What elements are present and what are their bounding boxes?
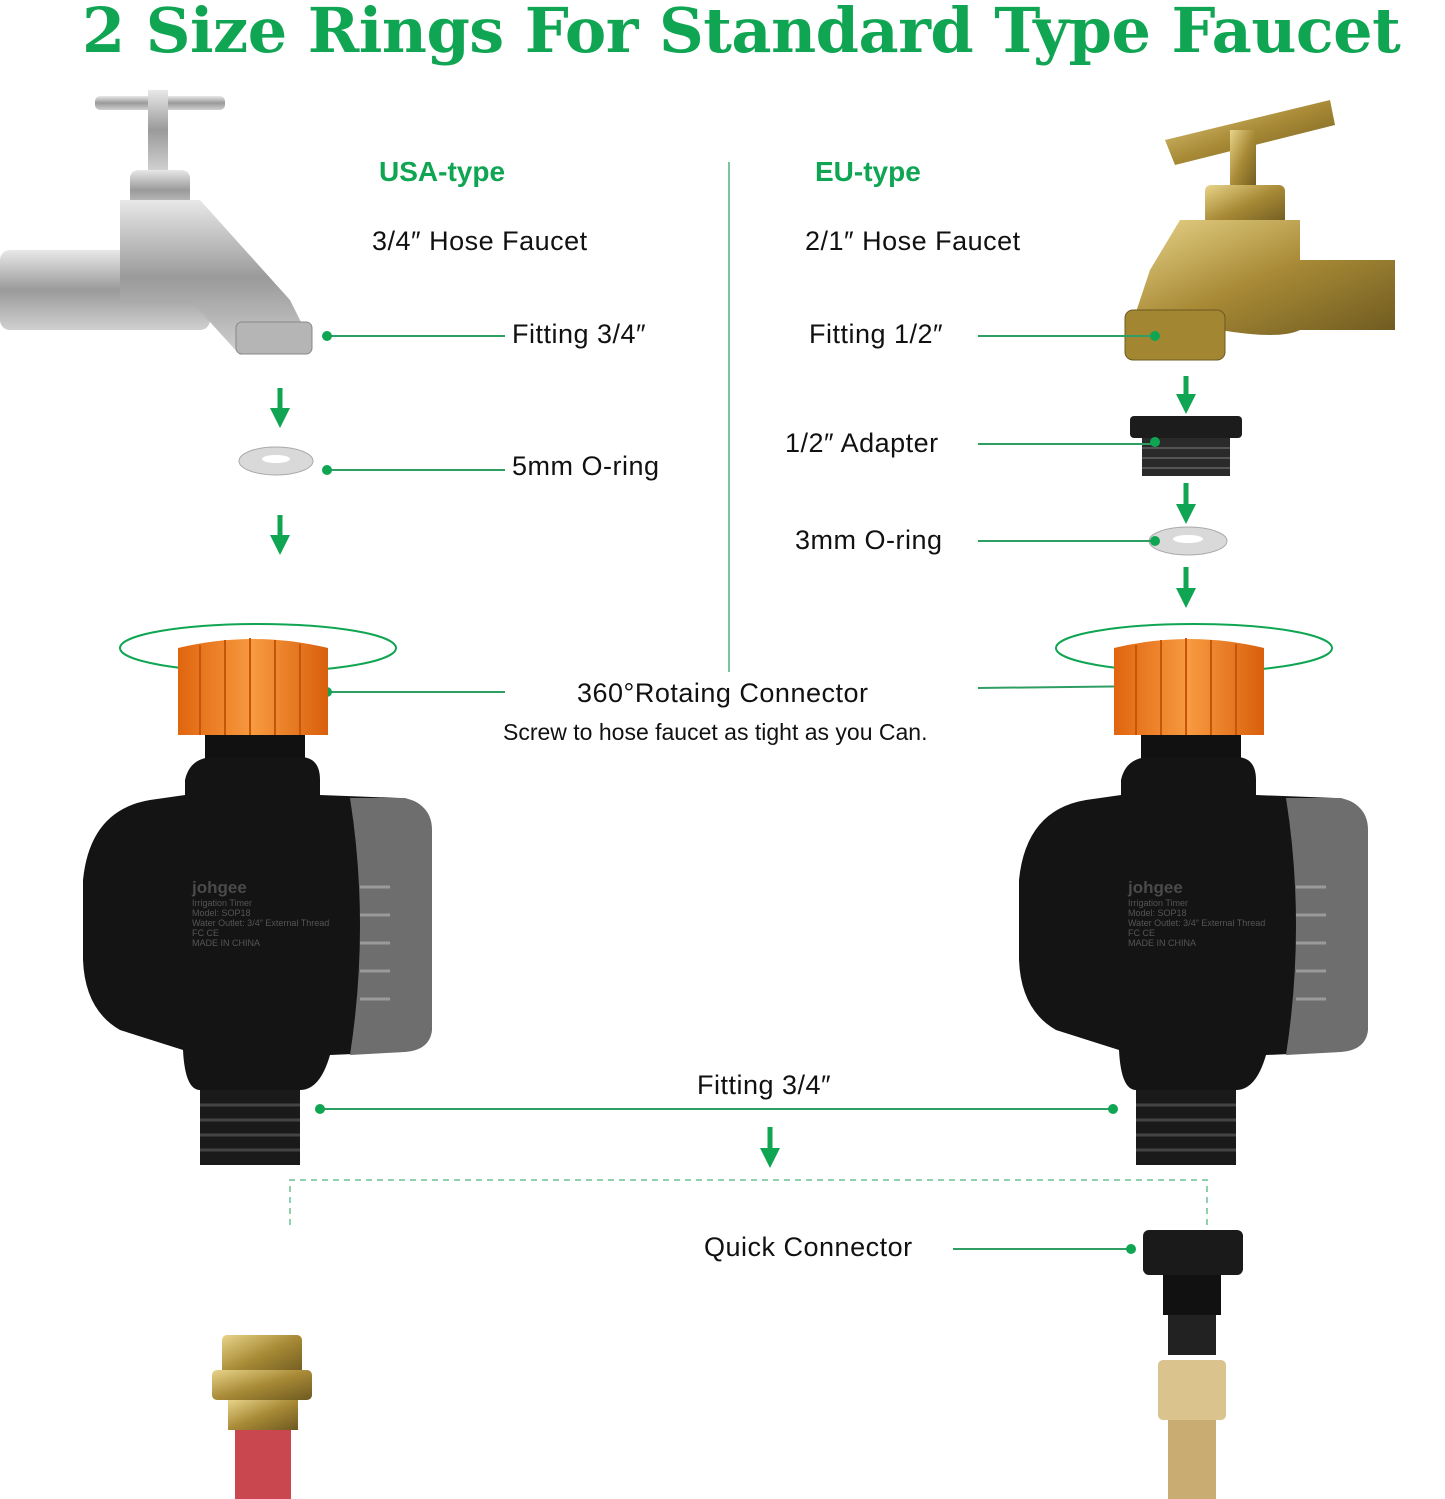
usa-oring-label: 5mm O-ring bbox=[512, 451, 660, 481]
usa-type-heading: USA-type bbox=[379, 156, 506, 187]
quick-connector-label: Quick Connector bbox=[704, 1232, 913, 1262]
eu-faucet-label: 2/1″ Hose Faucet bbox=[805, 226, 1021, 256]
dashed-bracket bbox=[289, 1179, 1208, 1225]
eu-adapter-image bbox=[1130, 416, 1242, 476]
eu-fitting-label: Fitting 1/2″ bbox=[809, 319, 944, 349]
page-title: 2 Size Rings For Standard Type Faucet bbox=[82, 0, 1401, 67]
usa-hose-fitting-image bbox=[212, 1335, 312, 1499]
eu-type-heading: EU-type bbox=[815, 156, 921, 187]
connector-title: 360°Rotaing Connector bbox=[577, 678, 869, 708]
quick-connector-image bbox=[1143, 1230, 1243, 1499]
usa-fitting-label: Fitting 3/4″ bbox=[512, 319, 647, 349]
eu-adapter-label: 1/2″ Adapter bbox=[785, 428, 939, 458]
usa-faucet-label: 3/4″ Hose Faucet bbox=[372, 226, 588, 256]
timer-left-image bbox=[83, 623, 432, 1165]
eu-faucet-image bbox=[1124, 100, 1395, 361]
eu-oring-label: 3mm O-ring bbox=[795, 525, 943, 555]
usa-faucet-image bbox=[0, 90, 313, 355]
outlet-fitting-label: Fitting 3/4″ bbox=[697, 1070, 832, 1100]
connector-note: Screw to hose faucet as tight as you Can… bbox=[503, 719, 928, 745]
